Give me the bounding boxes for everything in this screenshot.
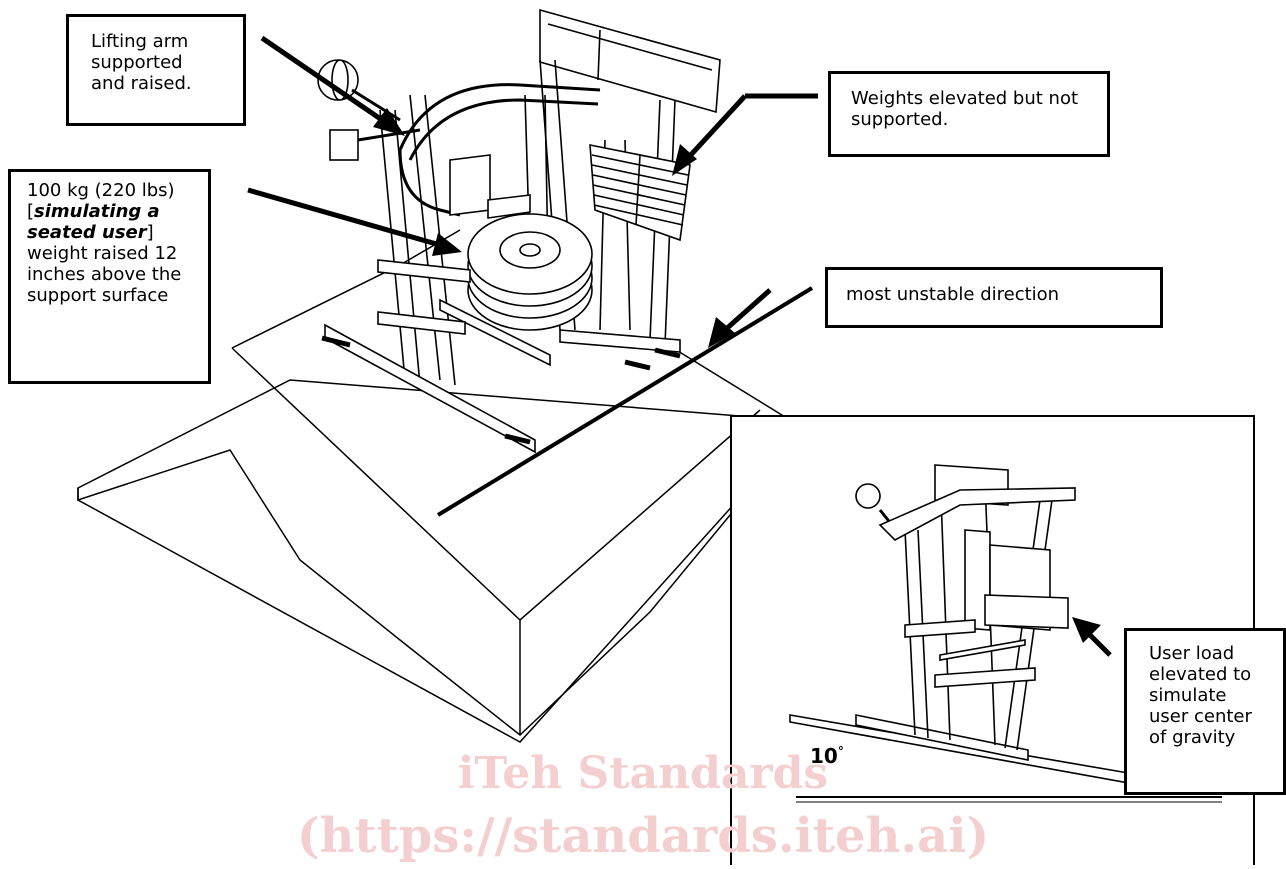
user-load-plates (467, 213, 593, 331)
weight-stack (589, 144, 691, 242)
callout-weights: Weights elevated but not supported. (828, 71, 1110, 157)
inset-angle-label: 10° (810, 744, 844, 768)
tilt-platform (77, 229, 793, 743)
callout-user-load: User load elevated to simulate user cent… (1124, 628, 1286, 795)
angle-unit: ° (837, 744, 844, 759)
unstable-axis-line (436, 286, 814, 517)
foot-pads (321, 335, 681, 445)
callout-weights-text: Weights elevated but not supported. (851, 88, 1079, 130)
leader-arrows (247, 35, 818, 348)
callout-load: 100 kg (220 lbs) [simulating a seated us… (8, 169, 211, 384)
callout-user-load-text: User load elevated to simulate user cent… (1149, 643, 1252, 748)
callout-load-suffix: ] weight raised 12 inches above the supp… (27, 222, 182, 306)
callout-lifting-arm: Lifting arm supported and raised. (66, 14, 246, 126)
callout-load-emphasis: simulating a seated user (27, 201, 160, 243)
callout-unstable-text: most unstable direction (846, 284, 1060, 305)
callout-load-prefix: 100 kg (220 lbs) [ (27, 180, 175, 222)
angle-value: 10 (810, 744, 838, 768)
callout-unstable-direction: most unstable direction (825, 267, 1163, 328)
callout-lifting-arm-text: Lifting arm supported and raised. (91, 31, 192, 94)
machine-frame (317, 8, 721, 454)
